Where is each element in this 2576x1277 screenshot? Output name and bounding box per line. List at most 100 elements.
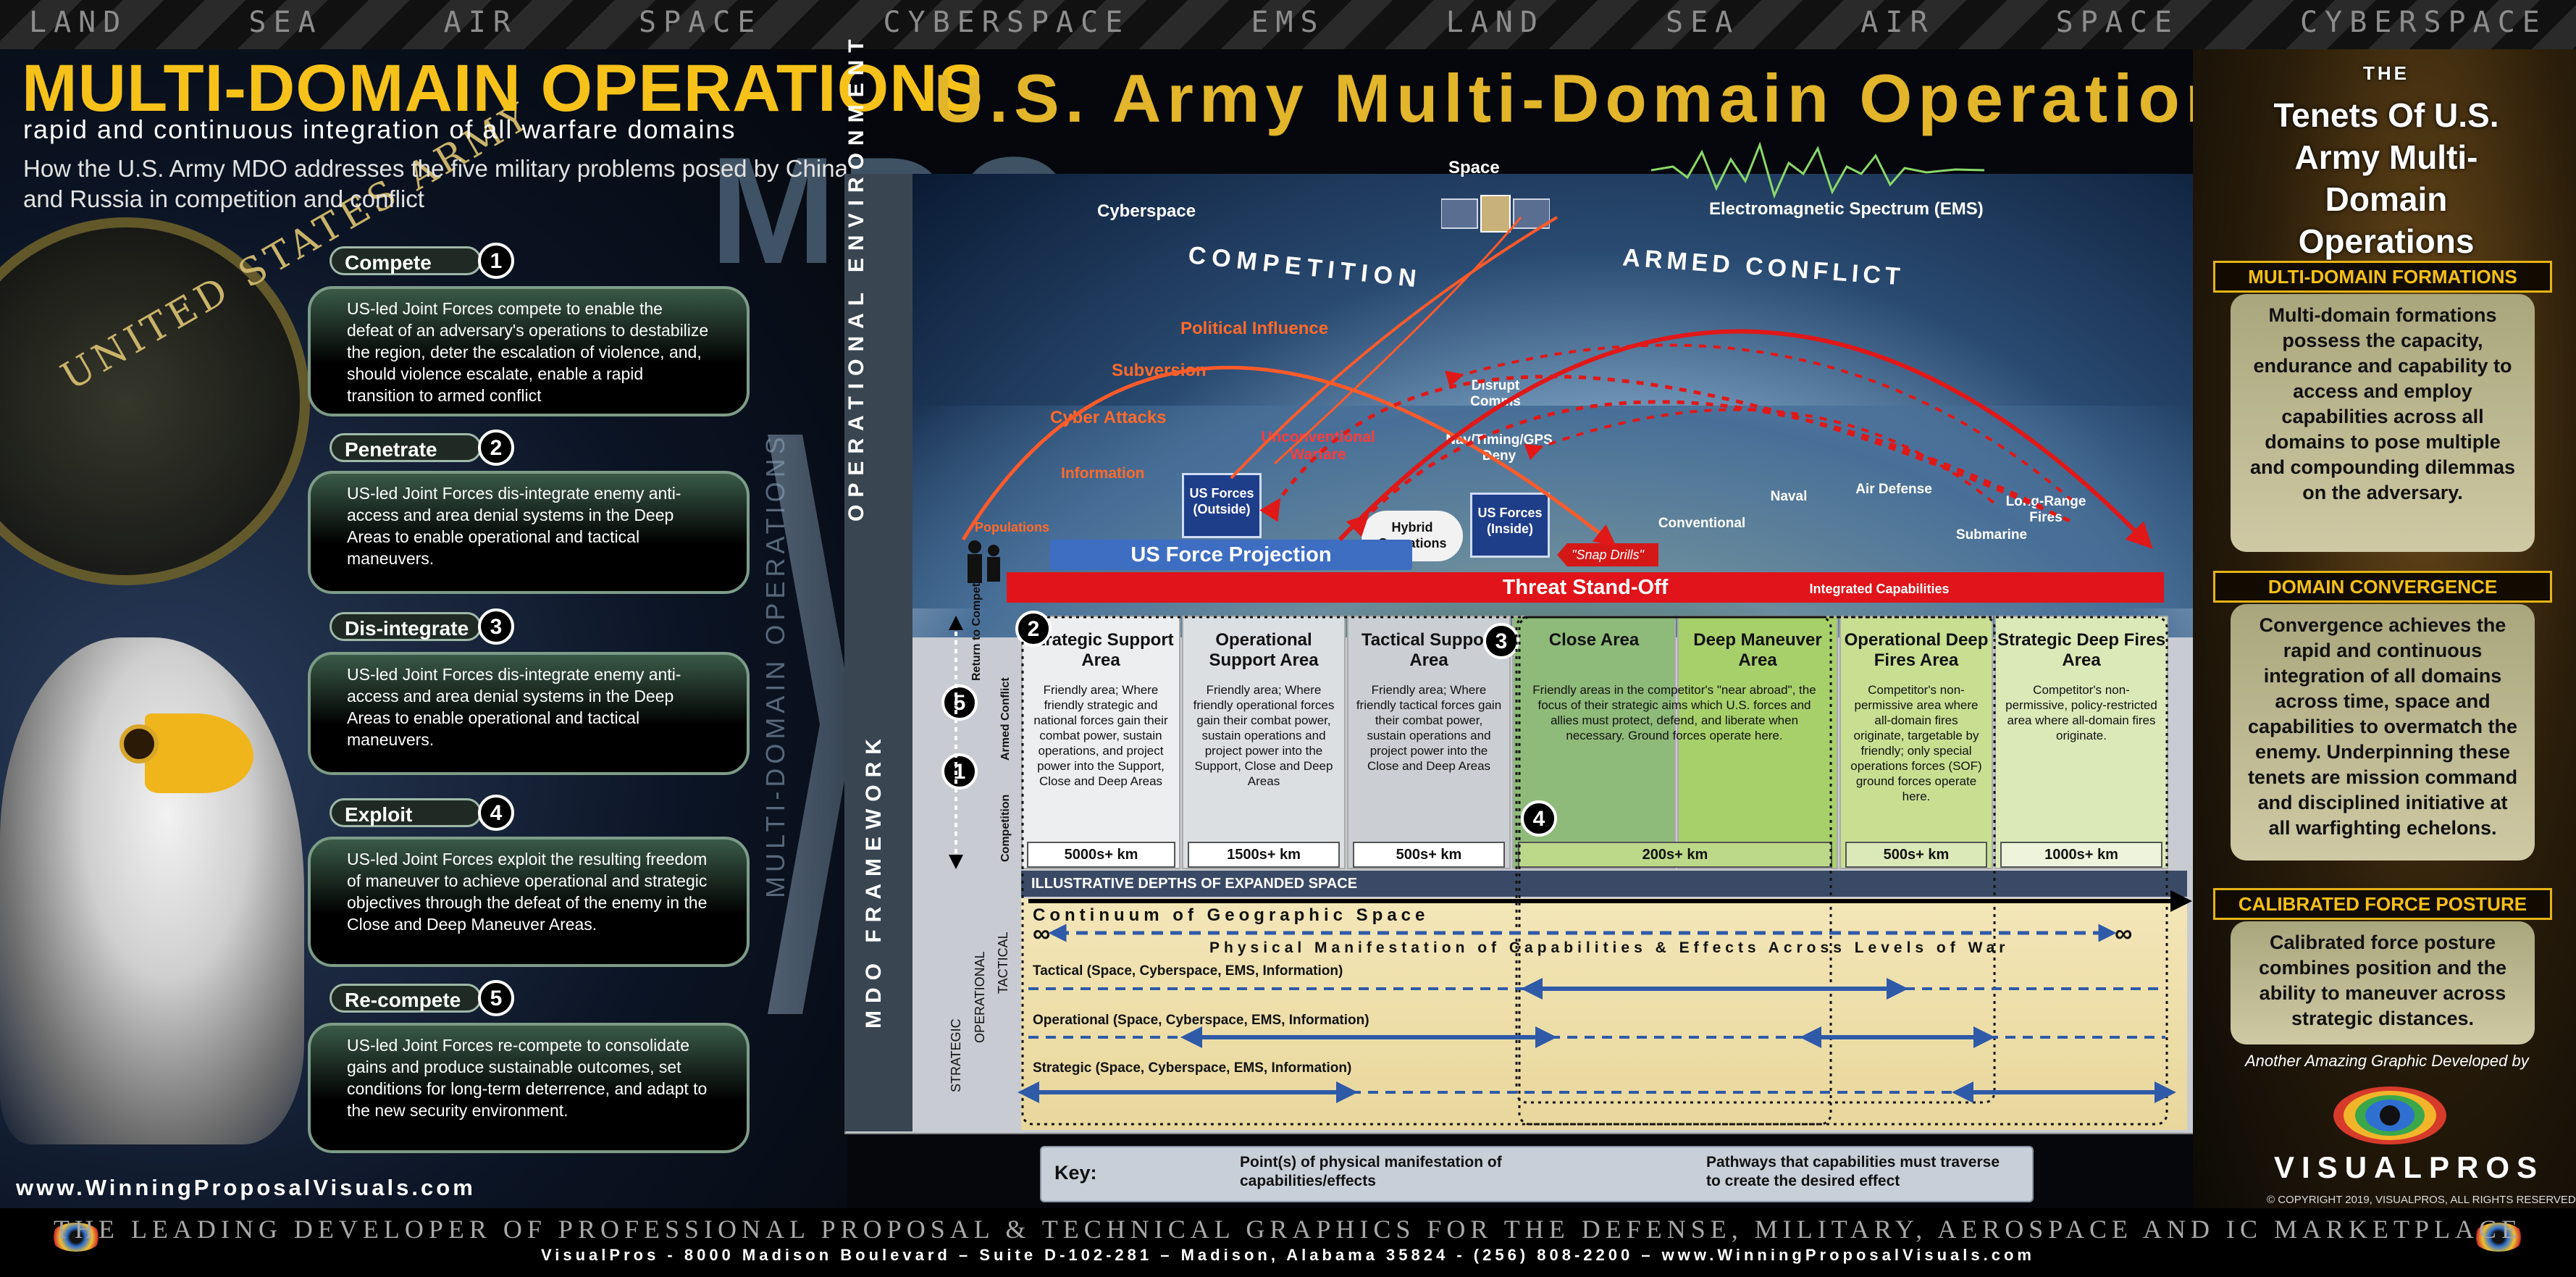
footer-eye-icon [51, 1223, 101, 1252]
area-desc: Friendly area; Where friendly operationa… [1193, 683, 1335, 788]
domain-word: LAND [29, 6, 128, 39]
marker-5: 5 [941, 684, 978, 721]
nav-timing-gps-label: Nav/Timing/GPS Deny [1446, 432, 1553, 464]
continuum-title: Continuum of Geographic Space [1033, 905, 1430, 925]
footer-bar [0, 1208, 2576, 1277]
tenets-the: THE [2363, 62, 2409, 84]
domain-word: AIR [443, 6, 518, 39]
area-strategic-deep-fires: Strategic Deep Fires Area Competitor's n… [1994, 616, 2168, 869]
tenet-tab-recompete: Re-compete [330, 984, 482, 1013]
integrated-capabilities-overlay: Integrated Capabilities [1809, 582, 1950, 596]
legend-solid-text: Point(s) of physical manifestation of ca… [1240, 1154, 1502, 1189]
legend-box [1040, 1146, 2034, 1202]
phase-competition: Competition [999, 794, 1012, 862]
disrupt-comms-label: Disrupt Comms [1470, 378, 1521, 409]
cyberspace-label: Cyberspace [1097, 201, 1196, 221]
naval-label: Naval [1770, 489, 1808, 504]
domain-word: LAND [1446, 6, 1545, 39]
marker-1: 1 [941, 753, 978, 790]
side-level-operational: OPERATIONAL [973, 951, 987, 1043]
tenet-box-disintegrate: US-led Joint Forces dis-integrate enemy … [308, 652, 750, 775]
area-title: Strategic Deep Fires Area [1997, 630, 2166, 670]
legend-title: Key: [1054, 1162, 1097, 1184]
cyber-attacks-label: Cyber Attacks [1050, 408, 1167, 427]
brand-description: How the U.S. Army MDO addresses the five… [23, 155, 848, 212]
illustrative-depths-bar: ILLUSTRATIVE DEPTHS OF EXPANDED SPACE [1021, 871, 2187, 897]
submarine-label: Submarine [1955, 527, 2028, 543]
domain-word: SEA [1665, 6, 1740, 39]
tenet-number: 4 [478, 795, 514, 831]
tenet-tab-compete: Compete [330, 246, 482, 275]
domain-word: SPACE [638, 6, 763, 39]
area-title: Deep Maneuver Area [1693, 630, 1822, 670]
visualpros-eye-icon [2333, 1087, 2446, 1144]
distance-tactical-support: 500s+ km [1353, 842, 1505, 868]
level-operational-label: Operational (Space, Cyberspace, EMS, Inf… [1033, 1013, 1369, 1028]
space-label: Space [1448, 158, 1500, 177]
footer-address: VisualPros - 8000 Madison Boulevard – Su… [540, 1246, 2035, 1264]
domain-strip: LAND SEA AIR SPACE CYBERSPACE EMS LAND S… [0, 6, 2576, 42]
level-strategic-label: Strategic (Space, Cyberspace, EMS, Infor… [1033, 1060, 1352, 1076]
footer-eye-icon [2473, 1223, 2524, 1252]
tenet-box-recompete: US-led Joint Forces re-compete to consol… [308, 1023, 750, 1153]
tenet-number: 1 [478, 243, 514, 279]
tenet-box-exploit: US-led Joint Forces exploit the resultin… [308, 837, 750, 967]
ems-wave-icon [1651, 141, 1984, 199]
information-label: Information [1061, 465, 1145, 482]
section-head-formations: MULTI-DOMAIN FORMATIONS [2213, 261, 2552, 293]
website-link[interactable]: www.WinningProposalVisuals.com [16, 1175, 476, 1200]
area-operational-deep-fires: Operational Deep Fires Area Competitor's… [1839, 616, 1993, 869]
brand-subtitle: rapid and continuous integration of all … [23, 114, 737, 144]
area-title: Operational Deep Fires Area [1844, 630, 1989, 670]
eagle-eye [119, 724, 159, 763]
satellite-icon [1441, 195, 1550, 233]
developer-credit: Another Amazing Graphic Developed by [2245, 1052, 2529, 1070]
us-forces-outside-box: US Forces (Outside) [1182, 473, 1262, 538]
area-operational-support: Operational Support Area Friendly area; … [1182, 616, 1346, 869]
section-body-posture: Calibrated force posture combines positi… [2231, 921, 2535, 1044]
area-desc: Friendly area; Where friendly tactical f… [1356, 683, 1502, 773]
side-level-strategic: STRATEGIC [949, 1018, 963, 1092]
area-title: Operational Support Area [1209, 630, 1319, 670]
copyright-text: © COPYRIGHT 2019, VISUALPROS, ALL RIGHTS… [2267, 1194, 2576, 1206]
visualpros-name: VISUALPROS [2274, 1150, 2545, 1184]
domain-word: SPACE [2055, 6, 2179, 39]
side-level-tactical: TACTICAL [996, 931, 1010, 994]
area-desc: Competitor's non-permissive, policy-rest… [2005, 683, 2157, 742]
section-head-convergence: DOMAIN CONVERGENCE [2213, 571, 2552, 603]
section-body-formations: Multi-domain formations possess the capa… [2231, 294, 2535, 552]
us-forces-inside-box: US Forces (Inside) [1470, 493, 1550, 558]
framework-side-strip [844, 608, 912, 1131]
threat-standoff-bar: Threat Stand-Off [1007, 572, 2164, 603]
tenet-number: 3 [478, 608, 514, 645]
close-deep-desc: Friendly areas in the competitor's "near… [1532, 683, 1816, 742]
tenet-number: 2 [478, 430, 514, 466]
domain-word: CYBERSPACE [883, 6, 1130, 39]
phase-return: Return to Competition [970, 558, 983, 681]
air-defense-label: Air Defense [1855, 482, 1932, 497]
subversion-label: Subversion [1112, 361, 1207, 380]
legend-dashed-text: Pathways that capabilities must traverse… [1706, 1154, 2000, 1189]
area-tactical-support: Tactical Support Area Friendly area; Whe… [1347, 616, 1511, 869]
environment-side-strip [844, 174, 912, 608]
tenet-tab-exploit: Exploit [330, 798, 482, 827]
distance-operational-deep-fires: 500s+ km [1845, 842, 1987, 868]
domain-word: SEA [248, 6, 323, 39]
area-title: Close Area [1548, 630, 1640, 650]
area-strategic-support: Strategic Support Area Friendly area; Wh… [1021, 616, 1180, 869]
unconventional-warfare-label: Unconventional Warfare [1261, 429, 1375, 463]
distance-strategic-support: 5000s+ km [1027, 842, 1175, 868]
domain-word: AIR [1860, 6, 1935, 39]
vertical-mdo-label: MULTI-DOMAIN OPERATIONS [760, 432, 790, 898]
domain-strip-bg [0, 0, 2576, 49]
tenets-title: THE Tenets Of U.S. Army Multi-Domain Ope… [2245, 52, 2527, 262]
framework-side-label: MDO FRAMEWORK [862, 732, 886, 1029]
eagle-beak [145, 713, 253, 793]
physical-manifestation-title: Physical Manifestation of Capabilities &… [1209, 939, 2010, 956]
section-body-convergence: Convergence achieves the rapid and conti… [2231, 604, 2535, 861]
domain-word: CYBERSPACE [2300, 6, 2547, 39]
conventional-label: Conventional [1658, 516, 1746, 531]
populations-label: Populations [975, 520, 1049, 535]
marker-2: 2 [1015, 611, 1052, 647]
tenet-tab-disintegrate: Dis-integrate [330, 612, 482, 641]
